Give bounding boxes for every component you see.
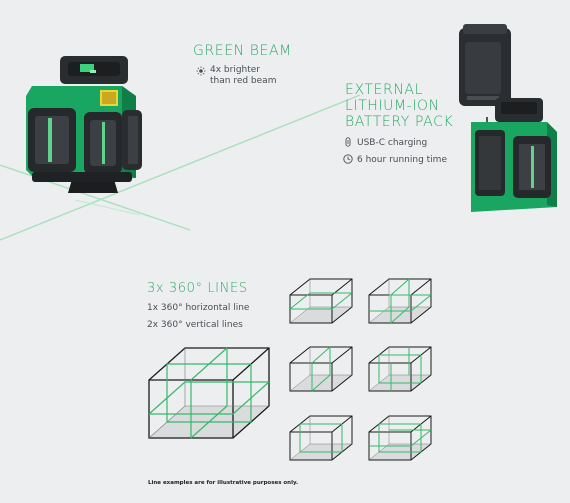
large-room-diagram [148,347,270,439]
room-diagram-6 [368,415,432,461]
room-diagram-2 [368,278,432,324]
laser-level-device-image [26,56,142,193]
lines-title: 3x 360° LINES [147,281,248,296]
battery-title-line1: EXTERNAL [345,82,423,98]
battery-title-line3: BATTERY PACK [345,114,454,130]
running-time-text: 6 hour running time [357,155,447,165]
room-diagram-1 [289,278,353,324]
battery-title-line2: LITHIUM-ION [345,98,440,114]
battery-feature-runtime: 6 hour running time [343,154,447,166]
room-diagram-5 [289,415,353,461]
green-beam-feature-line1: 4x brighter [210,65,261,75]
illustrative-disclaimer: Line examples are for illustrative purpo… [148,480,299,486]
usb-c-icon [345,137,351,147]
usb-c-charging-text: USB-C charging [357,138,428,148]
green-beam-feature-line2: than red beam [210,76,277,86]
battery-pack-image [459,24,557,212]
room-diagram-3 [289,346,353,392]
green-beam-feature: 4x brighter than red beam [196,65,276,87]
green-beam-title: GREEN BEAM [193,43,292,59]
room-diagram-4 [368,346,432,392]
battery-title: EXTERNAL LITHIUM-ION BATTERY PACK [345,82,453,130]
battery-feature-usb: USB-C charging [343,137,427,149]
lines-spec-vertical: 2x 360° vertical lines [147,320,243,330]
lines-spec-horizontal: 1x 360° horizontal line [147,303,250,313]
sun-icon [196,66,206,76]
clock-icon [343,154,353,164]
